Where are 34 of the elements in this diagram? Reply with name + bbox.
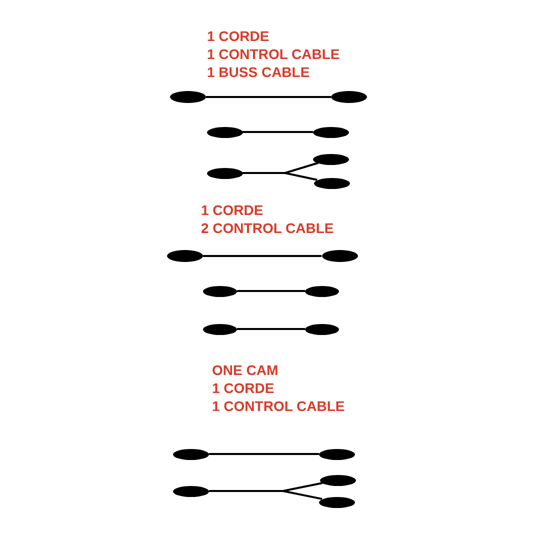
cable-list-text: 1 BUSS CABLE — [207, 64, 310, 80]
cable-connector-end — [319, 448, 355, 460]
cable-connector-end — [170, 91, 206, 103]
cable-line — [206, 96, 331, 98]
cable-connector-end — [206, 168, 242, 178]
cable-connector-end — [313, 154, 349, 164]
cable-list-text: ONE CAM — [212, 362, 278, 378]
cable-connector-end — [173, 486, 209, 496]
cable-line — [237, 328, 305, 330]
cable-line — [237, 290, 305, 292]
cable-list-text: 1 CONTROL CABLE — [207, 46, 340, 62]
cable-line — [242, 172, 318, 181]
cable-list-text: 2 CONTROL CABLE — [201, 220, 334, 236]
cable-connector-end — [322, 250, 358, 262]
cable-line — [242, 131, 313, 133]
cable-line — [209, 453, 319, 455]
cable-line — [209, 490, 322, 500]
cable-connector-end — [203, 286, 237, 296]
cable-connector-end — [305, 324, 339, 334]
cable-connector-end — [173, 448, 209, 460]
cable-line — [203, 255, 322, 257]
cable-connector-end — [305, 286, 339, 296]
cable-list-text: 1 CONTROL CABLE — [212, 398, 345, 414]
cable-connector-end — [313, 126, 349, 138]
cable-list-text: 1 CORDE — [201, 202, 264, 218]
cable-connector-end — [206, 126, 242, 138]
cable-connector-end — [167, 250, 203, 262]
cable-connector-end — [331, 91, 367, 103]
cable-list-text: 1 CORDE — [207, 28, 270, 44]
cable-list-text: 1 CORDE — [212, 380, 274, 396]
cable-connector-end — [314, 178, 350, 188]
cable-connector-end — [320, 474, 356, 486]
cable-connector-end — [203, 324, 237, 334]
cable-connector-end — [319, 496, 355, 508]
